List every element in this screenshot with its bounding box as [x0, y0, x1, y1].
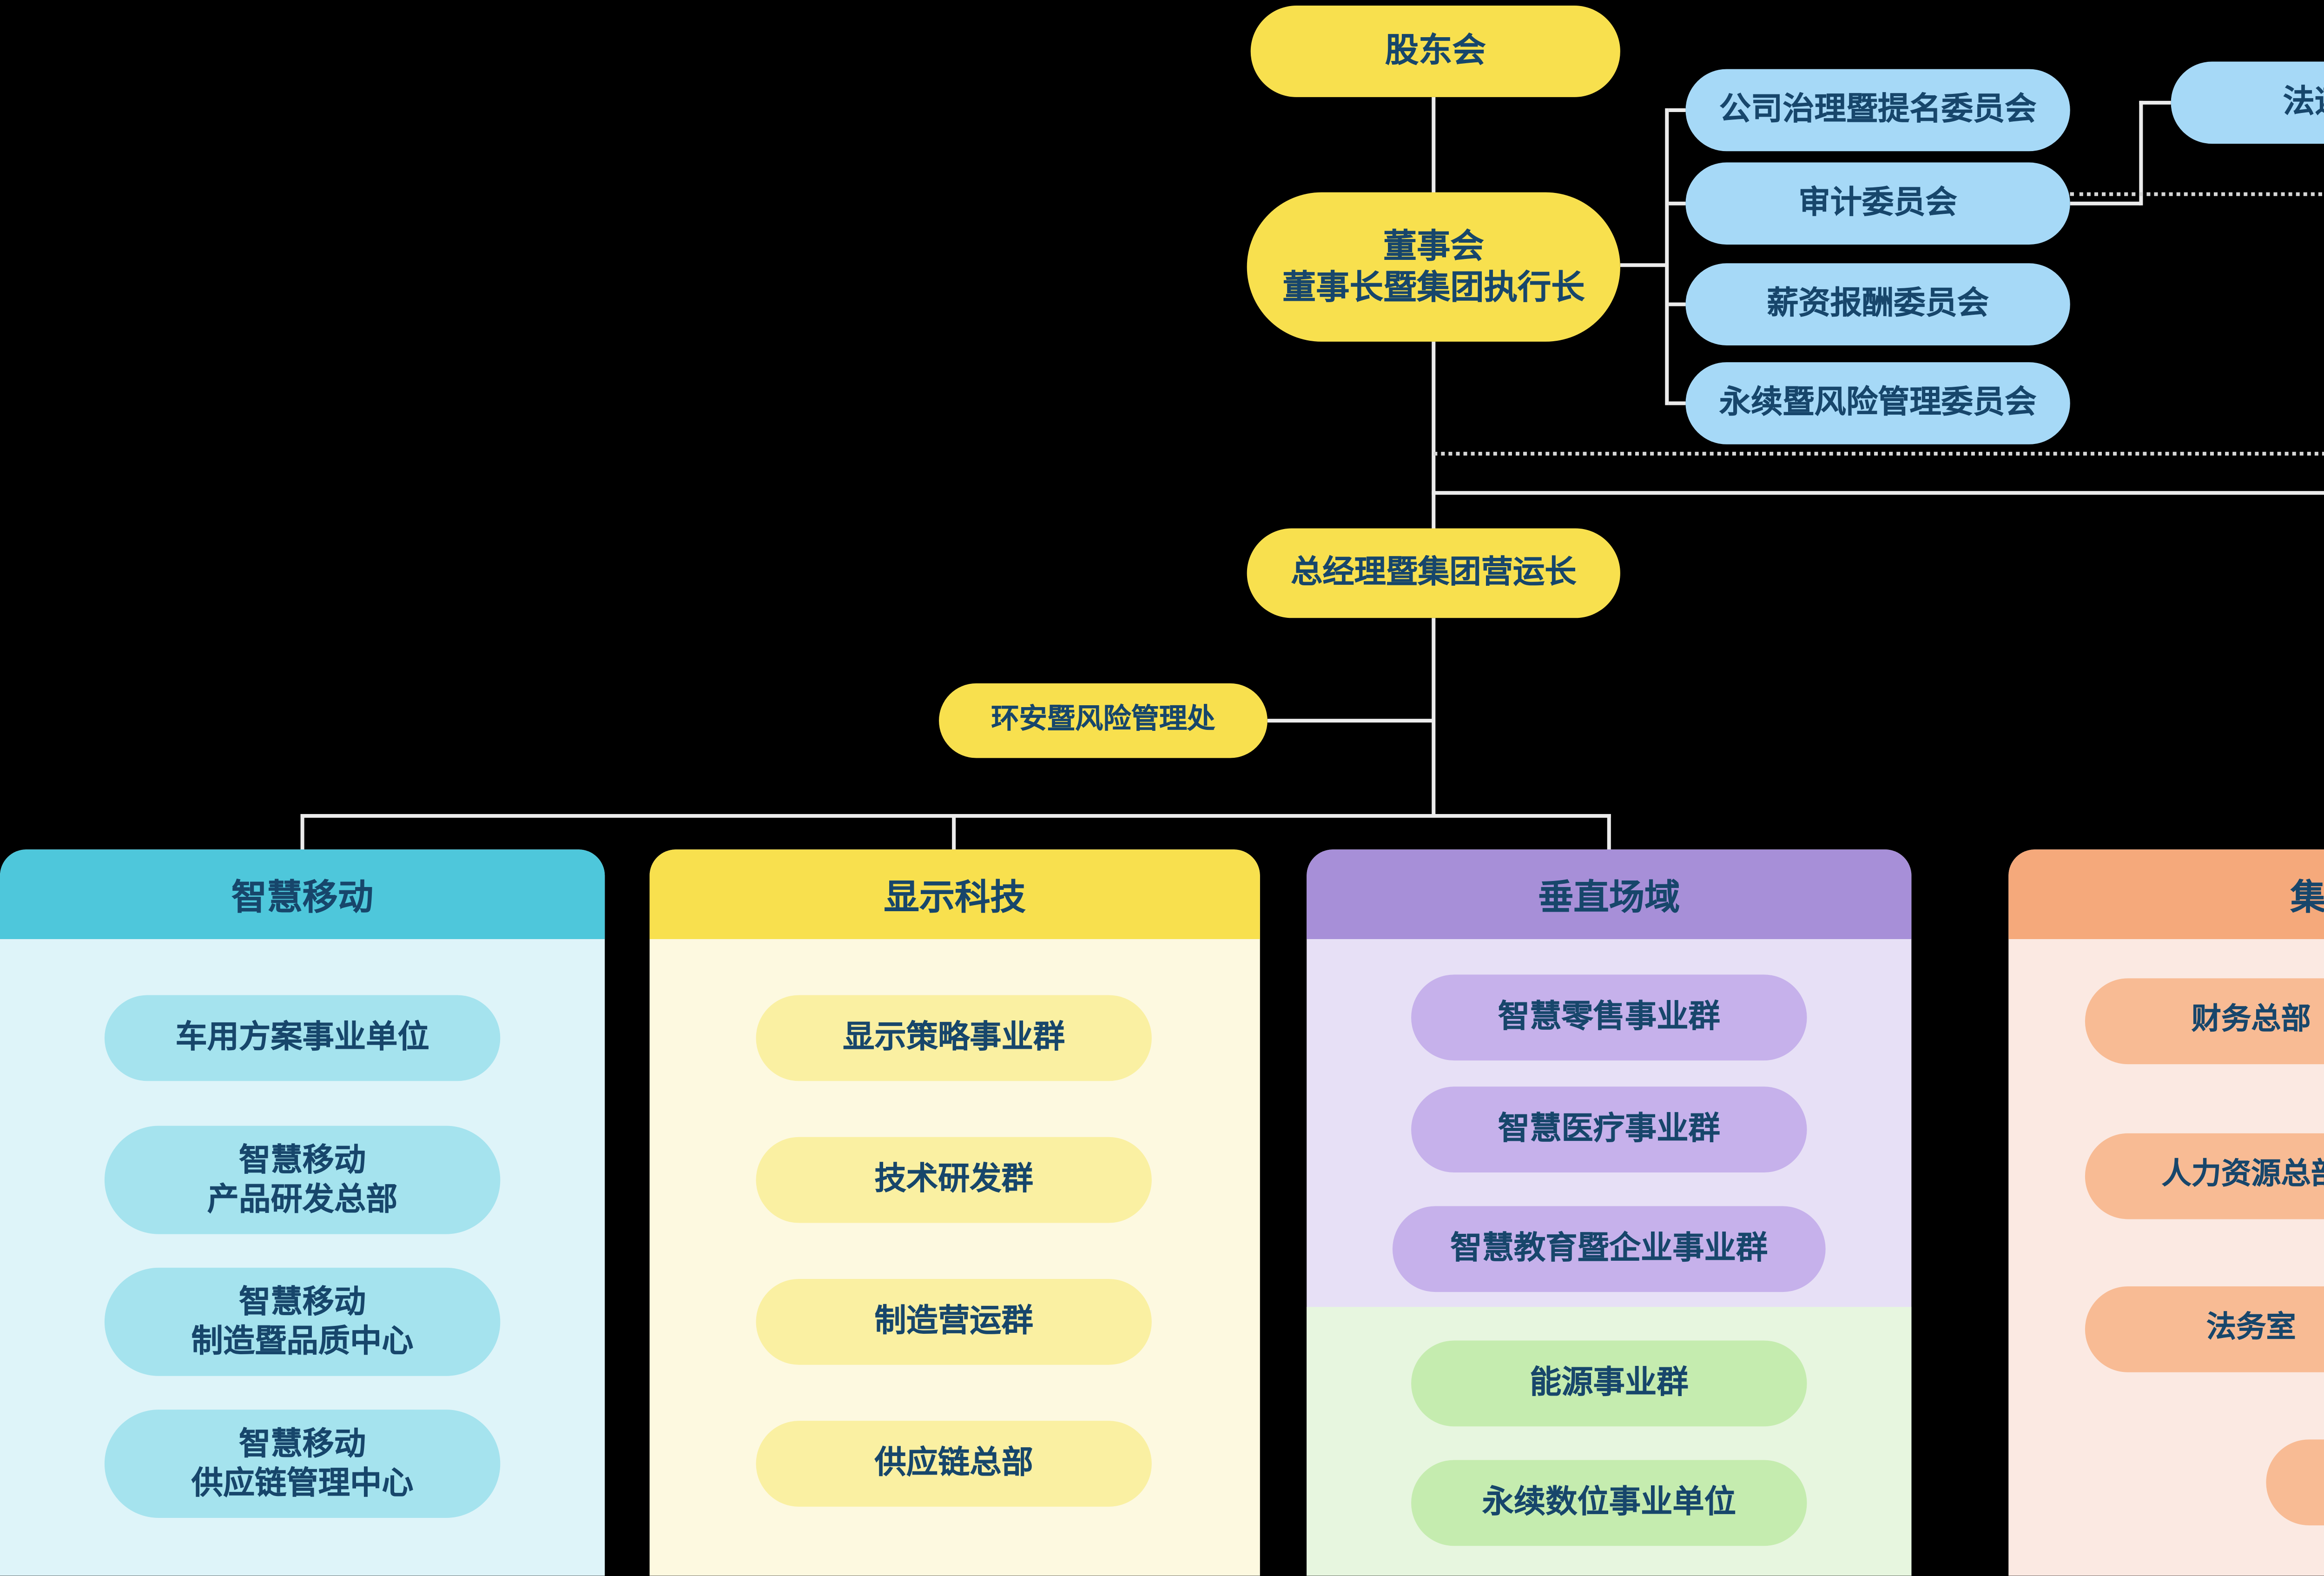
connector-drop-mobility [300, 814, 304, 850]
connector-audit-corner-h [2070, 201, 2141, 205]
unit-pill: 人力资源总部 [2085, 1133, 2324, 1219]
connector-board-committee-spine [1620, 263, 1667, 267]
connector-committee-4-stub [1669, 401, 1686, 405]
connector-board-president [1432, 341, 1436, 529]
committee-governance-nomination: 公司治理暨提名委员会 [1685, 69, 2070, 152]
unit-pill: 稽核管理处 [2266, 1439, 2324, 1526]
group-title-vertical-domains: 垂直场域 [1307, 849, 1912, 940]
connector-ehs [1267, 719, 1434, 723]
dotted-audit-to-edge [2070, 192, 2324, 196]
unit-pill: 智慧移动 供应链管理中心 [104, 1410, 501, 1518]
group-title-smart-mobility: 智慧移动 [0, 849, 605, 940]
group-card-smart-mobility: 智慧移动 车用方案事业单位 智慧移动 产品研发总部 智慧移动 制造暨品质中心 智… [0, 849, 605, 1576]
committee-audit: 审计委员会 [1685, 162, 2070, 245]
connector-president-distribution [1432, 618, 1436, 816]
unit-pill: 制造营运群 [756, 1278, 1152, 1365]
connector-committee-2-stub [1669, 201, 1686, 205]
unit-pill: 财务总部 [2085, 978, 2324, 1065]
node-shareholders: 股东会 [1250, 6, 1620, 97]
node-president-coo: 总经理暨集团营运长 [1247, 528, 1620, 618]
unit-pill: 能源事业群 [1411, 1340, 1807, 1427]
connector-branch-support-h [1432, 491, 2324, 495]
group-card-operations-support: 集团营运支援单位 财务总部 数位技术发展总部 人力资源总部 永续发展总部 法务室… [2008, 849, 2324, 1576]
unit-pill: 智慧移动 制造暨品质中心 [104, 1267, 501, 1376]
unit-pill: 车用方案事业单位 [104, 995, 501, 1081]
connector-committee-spine [1665, 108, 1669, 405]
unit-pill: 智慧教育暨企业事业群 [1392, 1206, 1826, 1292]
group-card-display-tech: 显示科技 显示策略事业群 技术研发群 制造营运群 供应链总部 [649, 849, 1260, 1576]
group-title-operations-support: 集团营运支援单位 [2008, 849, 2324, 940]
connector-distribution-h [300, 814, 1611, 818]
unit-pill: 法务室 [2085, 1286, 2324, 1372]
node-ehs-risk-office: 环安暨风险管理处 [939, 683, 1268, 758]
dotted-compliance-to-mainline [1433, 451, 2324, 456]
connector-committee-1-stub [1669, 108, 1686, 112]
group-title-display-tech: 显示科技 [649, 849, 1260, 940]
connector-drop-vertical [1607, 814, 1611, 850]
connector-shareholders-board [1432, 97, 1436, 194]
unit-pill: 智慧医疗事业群 [1411, 1086, 1807, 1173]
committee-compensation: 薪资报酬委员会 [1685, 263, 2070, 345]
group-card-vertical-domains: 垂直场域 智慧零售事业群 智慧医疗事业群 智慧教育暨企业事业群 能源事业群 永续… [1307, 849, 1912, 1576]
unit-pill: 技术研发群 [756, 1137, 1152, 1223]
unit-pill: 智慧移动 产品研发总部 [104, 1126, 501, 1234]
unit-pill: 显示策略事业群 [756, 995, 1152, 1081]
unit-pill: 永续数位事业单位 [1411, 1460, 1807, 1546]
committee-sustainability-risk: 永续暨风险管理委员会 [1685, 362, 2070, 444]
unit-pill: 供应链总部 [756, 1421, 1152, 1507]
connector-committee-3-stub [1669, 302, 1686, 306]
connector-audit-corner-v [2139, 100, 2143, 205]
node-board-chairman-ceo: 董事会 董事长暨集团执行长 [1247, 192, 1620, 342]
unit-pill: 智慧零售事业群 [1411, 974, 1807, 1061]
node-chief-compliance-counsel: 法遵总顾问 [2171, 61, 2324, 144]
connector-drop-display [952, 814, 956, 850]
connector-corner-compliance [2139, 100, 2171, 105]
